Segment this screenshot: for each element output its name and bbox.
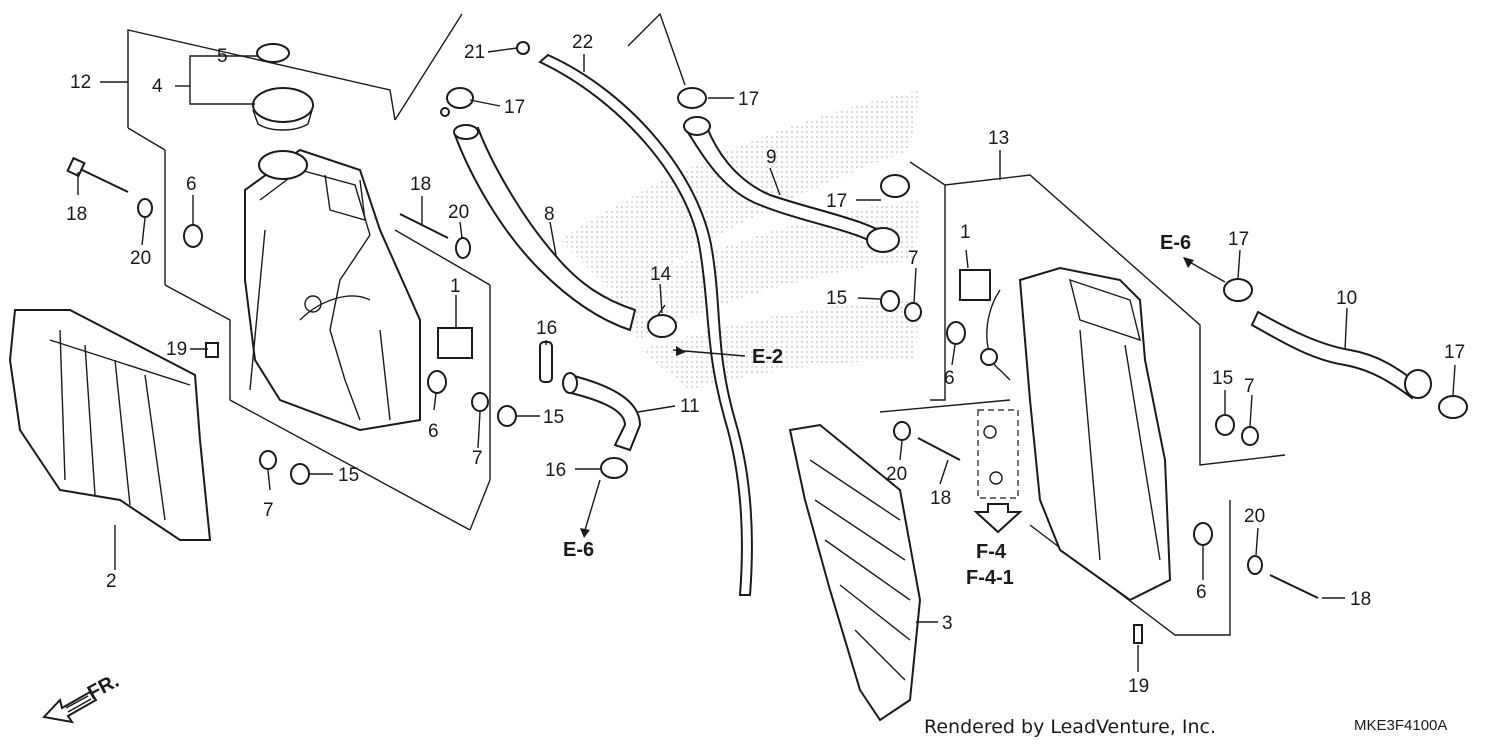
section-references: E-6 E-2 E-6 F-4 F-4-1 bbox=[563, 232, 1194, 589]
callout-15: 15 bbox=[826, 288, 847, 309]
part-callouts: 12 5 4 18 20 6 19 2 18 20 1 6 7 15 7 15 … bbox=[66, 32, 1465, 697]
callout-19: 19 bbox=[1128, 676, 1149, 697]
callout-10: 10 bbox=[1336, 288, 1357, 309]
callout-15: 15 bbox=[338, 465, 359, 486]
callout-14: 14 bbox=[650, 264, 672, 285]
callout-18: 18 bbox=[1350, 589, 1371, 610]
callout-1: 1 bbox=[960, 222, 971, 243]
hose-8 bbox=[453, 124, 637, 332]
callout-17: 17 bbox=[826, 191, 847, 212]
left-shroud bbox=[8, 309, 212, 541]
callout-7: 7 bbox=[472, 448, 483, 469]
callout-13: 13 bbox=[988, 128, 1009, 149]
hose-11 bbox=[539, 341, 642, 479]
ref-e6-top: E-6 bbox=[1160, 232, 1191, 254]
callout-17: 17 bbox=[738, 89, 759, 110]
callout-18: 18 bbox=[66, 204, 87, 225]
diagram-code: MKE3F4100A bbox=[1354, 717, 1447, 734]
callout-7: 7 bbox=[263, 500, 274, 521]
callout-6: 6 bbox=[944, 368, 955, 389]
ref-e2-arrow bbox=[676, 346, 686, 356]
callout-leaders bbox=[77, 12, 1456, 672]
callout-20: 20 bbox=[1244, 506, 1265, 527]
credit-text: Rendered by LeadVenture, Inc. bbox=[924, 716, 1216, 738]
hose-10 bbox=[1223, 278, 1468, 419]
callout-17: 17 bbox=[1228, 229, 1249, 250]
ref-f4: F-4 bbox=[976, 541, 1007, 563]
ref-e6-top-arrow bbox=[1183, 257, 1194, 268]
callout-7: 7 bbox=[1244, 376, 1255, 397]
callout-17: 17 bbox=[1444, 342, 1465, 363]
clamp-14 bbox=[647, 304, 677, 338]
callout-3: 3 bbox=[942, 613, 953, 634]
hose-9 bbox=[677, 87, 910, 253]
callout-18: 18 bbox=[410, 174, 431, 195]
radiator-cap bbox=[252, 43, 314, 131]
callout-2: 2 bbox=[106, 571, 117, 592]
callout-6: 6 bbox=[186, 174, 197, 195]
callout-20: 20 bbox=[130, 248, 151, 269]
callout-5: 5 bbox=[217, 46, 228, 67]
callout-6: 6 bbox=[428, 421, 439, 442]
clamp-17-left bbox=[440, 87, 474, 117]
callout-16: 16 bbox=[536, 318, 557, 339]
right-fasteners bbox=[880, 269, 1319, 644]
callout-17: 17 bbox=[504, 97, 525, 118]
callout-19: 19 bbox=[166, 339, 187, 360]
ref-f4-1: F-4-1 bbox=[966, 567, 1014, 589]
callout-15: 15 bbox=[543, 407, 564, 428]
callout-4: 4 bbox=[152, 76, 163, 97]
callout-18: 18 bbox=[930, 488, 951, 509]
left-fasteners bbox=[66, 156, 517, 485]
callout-1: 1 bbox=[450, 276, 461, 297]
callout-7: 7 bbox=[908, 248, 919, 269]
callout-20: 20 bbox=[886, 464, 907, 485]
callout-6: 6 bbox=[1196, 582, 1207, 603]
callout-21: 21 bbox=[464, 42, 485, 63]
callout-15: 15 bbox=[1212, 368, 1233, 389]
callout-16: 16 bbox=[545, 460, 566, 481]
left-radiator bbox=[244, 148, 421, 432]
callout-22: 22 bbox=[572, 32, 593, 53]
callout-11: 11 bbox=[680, 396, 700, 417]
right-shroud bbox=[788, 423, 922, 722]
left-assembly-frame bbox=[127, 29, 491, 531]
ref-e6-bottom: E-6 bbox=[563, 539, 594, 561]
right-radiator bbox=[980, 266, 1172, 602]
callout-20: 20 bbox=[448, 202, 469, 223]
callout-12: 12 bbox=[70, 72, 91, 93]
callout-9: 9 bbox=[766, 147, 777, 168]
ref-e6-bottom-arrow bbox=[580, 528, 590, 538]
ref-e2: E-2 bbox=[752, 346, 783, 368]
front-direction-marker: FR. bbox=[42, 670, 123, 724]
callout-8: 8 bbox=[544, 204, 555, 225]
